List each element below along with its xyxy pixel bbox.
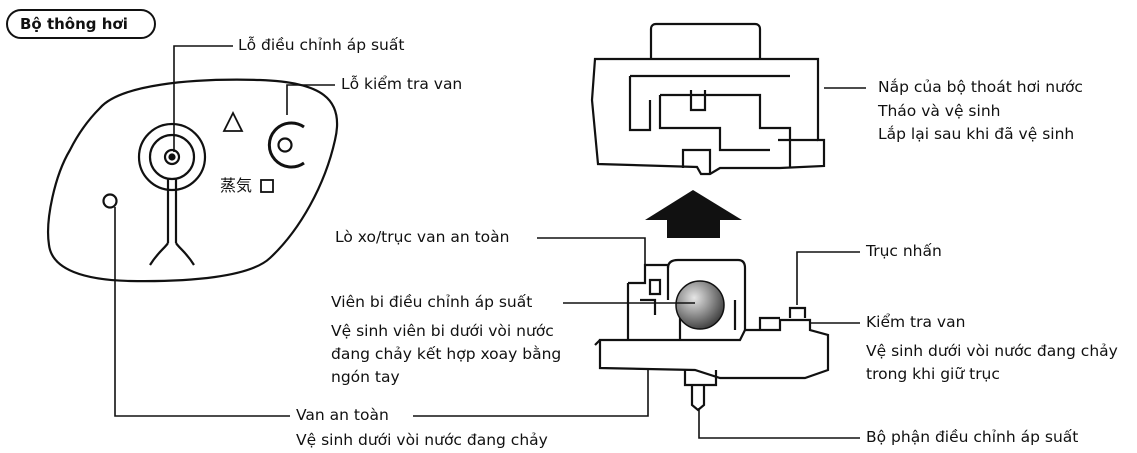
- label-cover-line2: Tháo và vệ sinh: [878, 102, 1001, 120]
- assembly-arrow: [645, 190, 742, 238]
- steam-mark: 蒸気: [220, 176, 253, 195]
- vent-top-view: [47, 78, 339, 283]
- label-ball-title: Viên bi điều chỉnh áp suất: [331, 293, 533, 311]
- pressure-ball: [675, 280, 725, 330]
- label-push-shaft: Trục nhấn: [866, 242, 942, 260]
- label-valve-check: Kiểm tra van: [866, 313, 966, 331]
- label-pressure-hole: Lỗ điều chỉnh áp suất: [238, 36, 405, 54]
- label-cover-line1: Nắp của bộ thoát hơi nước: [878, 78, 1083, 96]
- vent-cover: [590, 22, 826, 176]
- label-safety-valve: Van an toàn: [296, 406, 389, 424]
- label-valve-check-desc: Vệ sinh dưới vòi nước đang chảy trong kh…: [866, 342, 1118, 383]
- label-spring-shaft: Lò xo/trục van an toàn: [335, 228, 510, 246]
- label-valve-check-hole: Lỗ kiểm tra van: [341, 75, 463, 93]
- label-pressure-part: Bộ phận điều chỉnh áp suất: [866, 428, 1079, 446]
- label-safety-valve-desc: Vệ sinh dưới vòi nước đang chảy: [296, 431, 548, 449]
- diagram-title: Bộ thông hơi: [6, 9, 156, 39]
- pressure-regulator: [594, 258, 830, 412]
- leader-lines: [114, 45, 866, 439]
- label-ball-desc: Vệ sinh viên bi dưới vòi nước đang chảy …: [331, 322, 562, 386]
- label-cover-line3: Lắp lại sau khi đã vệ sinh: [878, 125, 1075, 143]
